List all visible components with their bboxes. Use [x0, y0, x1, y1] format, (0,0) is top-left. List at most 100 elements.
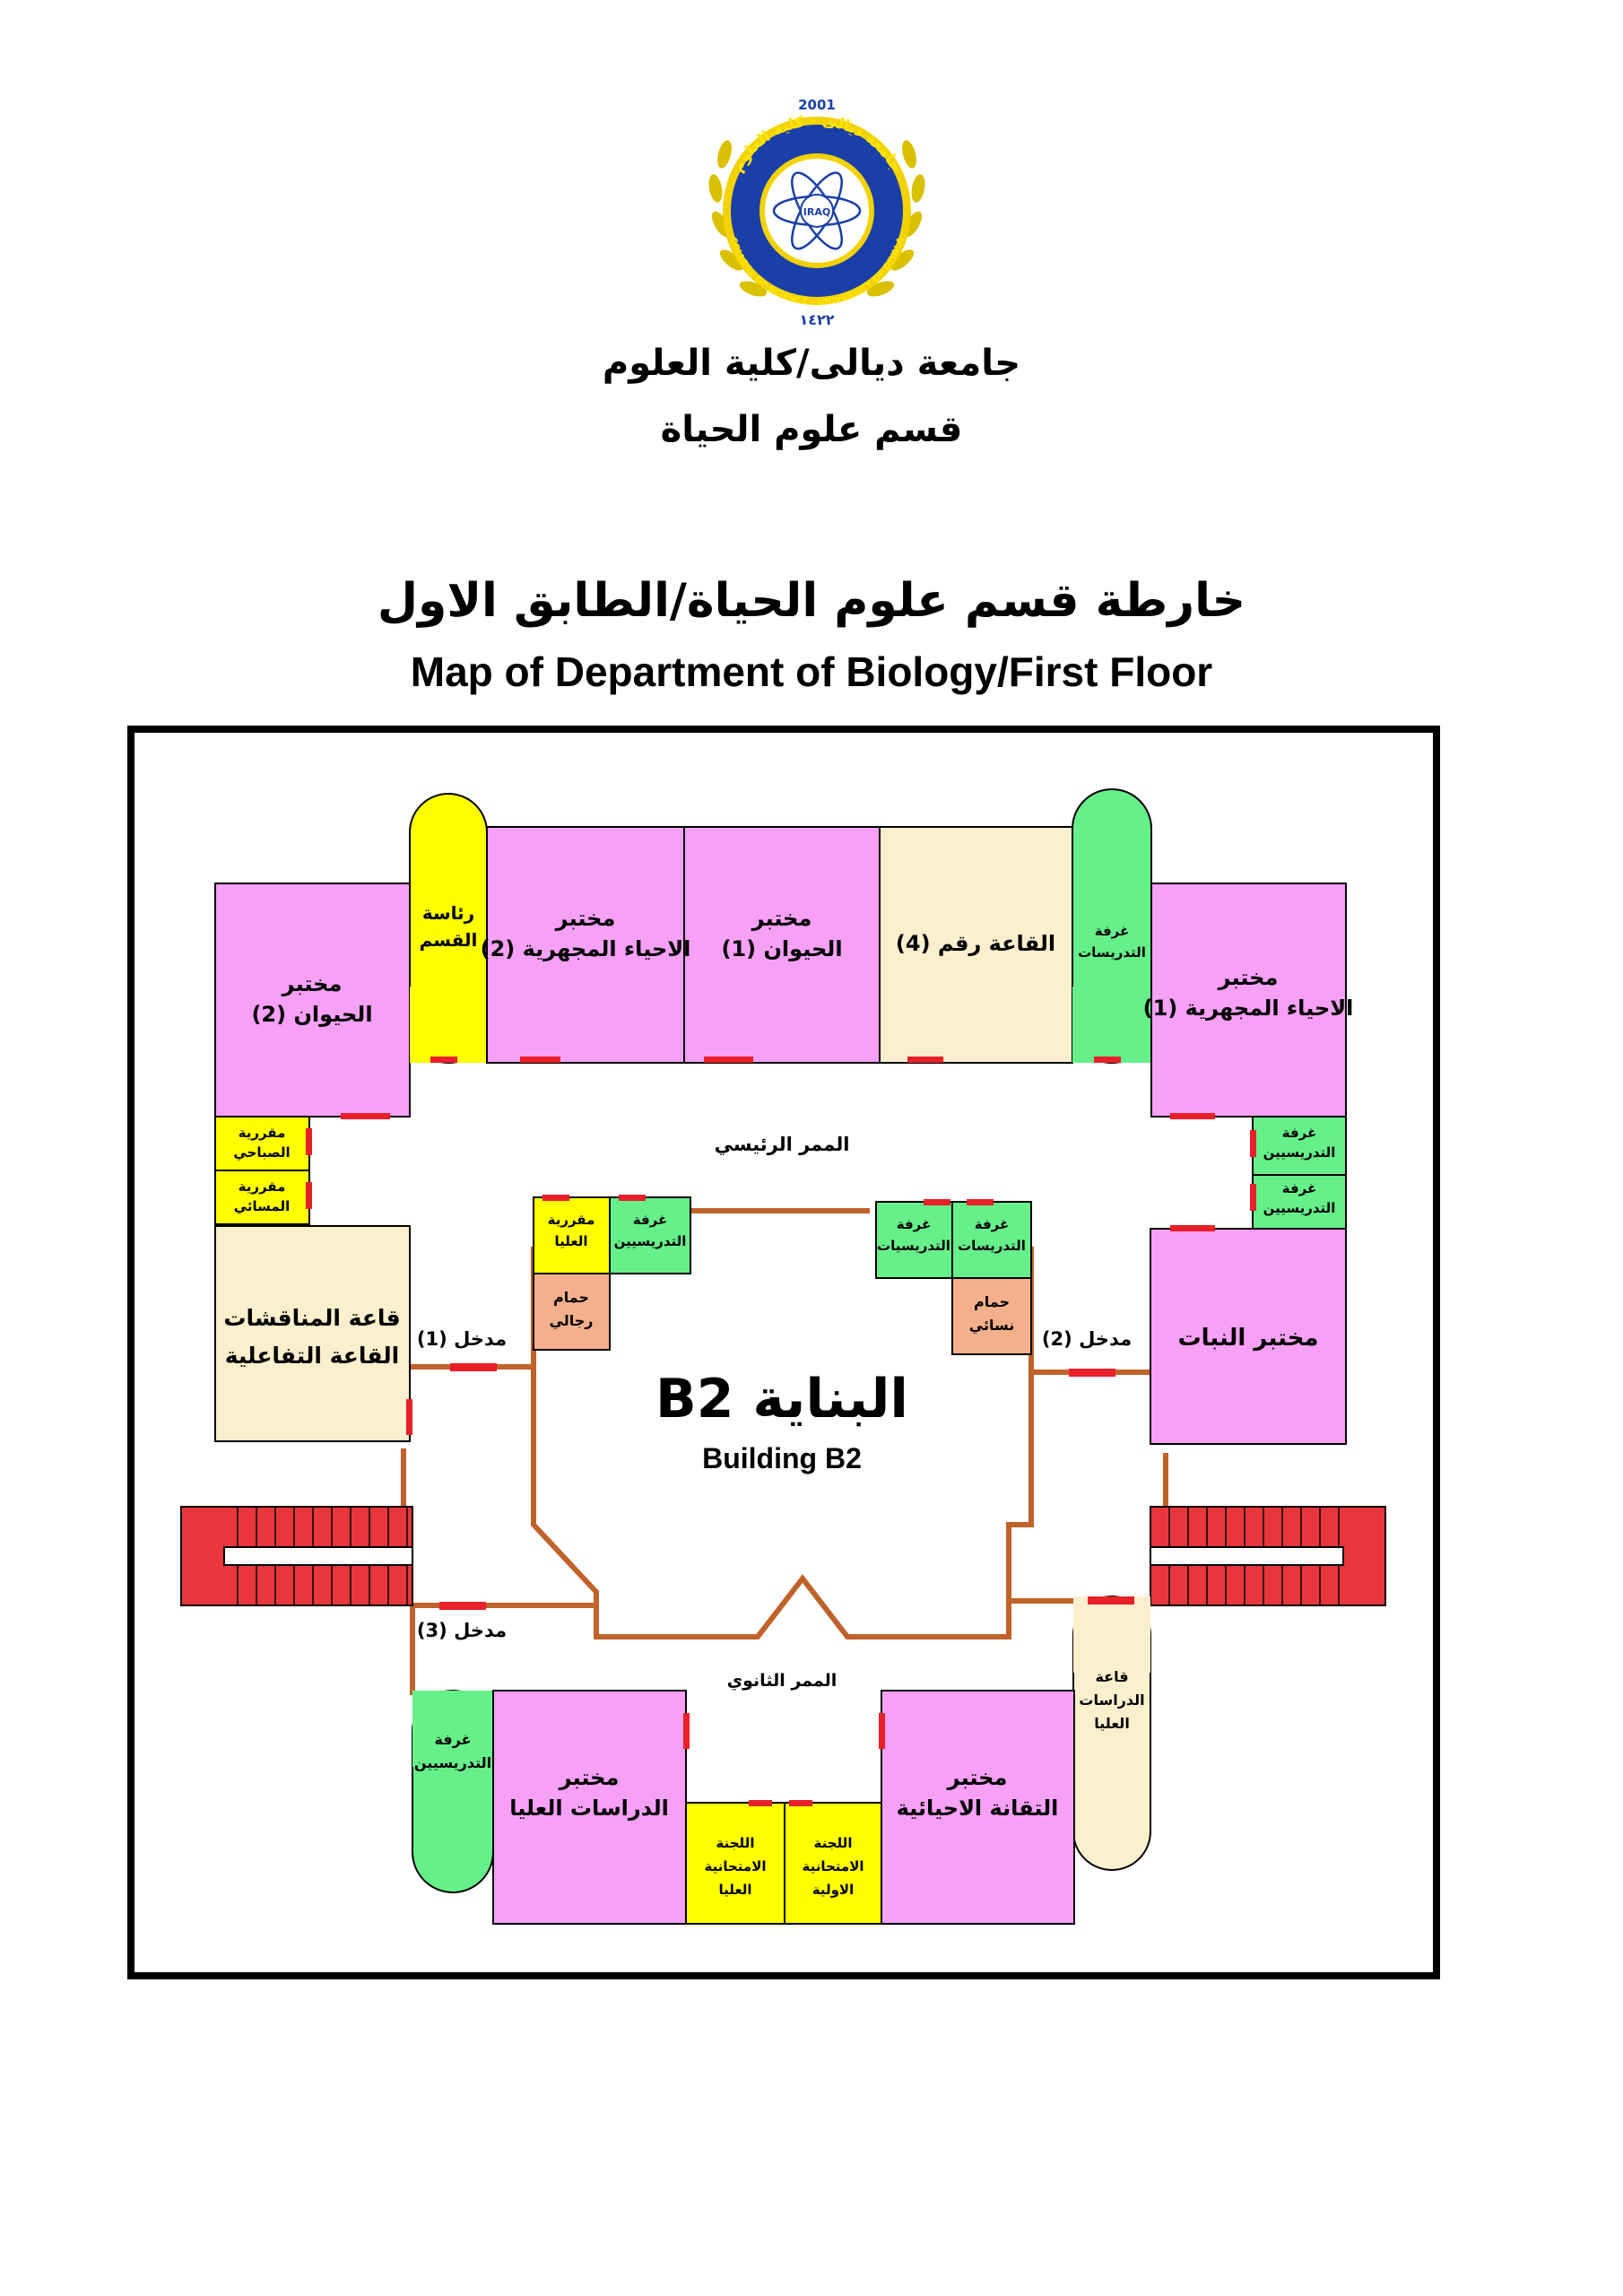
room-label-rapporteur-postgrad: العليا	[554, 1233, 587, 1249]
entrance-2-label: مدخل (2)	[1042, 1328, 1132, 1350]
door[interactable]	[1250, 1130, 1256, 1157]
room-teaching-staff-m-right-1[interactable]	[1252, 1116, 1347, 1176]
room-label-rapporteur-postgrad: مقررية	[548, 1212, 595, 1228]
room-discussion-hall[interactable]	[214, 1225, 411, 1442]
room-label-rapporteur-morning: مقررية	[239, 1125, 286, 1141]
entrance-3-label: مدخل (3)	[417, 1620, 507, 1641]
stairs-right	[1150, 1506, 1386, 1606]
room-microbiology-lab-2[interactable]	[486, 826, 685, 1064]
room-label-dept-head: رئاسة	[422, 902, 474, 924]
room-label-teaching-staff-f-top: التدريسات	[1078, 944, 1146, 961]
room-teaching-staff-m-inner[interactable]	[609, 1196, 691, 1274]
door[interactable]	[704, 1057, 753, 1063]
door[interactable]	[520, 1057, 560, 1063]
room-label-teaching-staff-m-right-2: غرفة	[1282, 1180, 1317, 1196]
door[interactable]	[907, 1057, 943, 1063]
room-label-teaching-staff-m-right-2: التدريسيين	[1263, 1200, 1336, 1216]
map-title-arabic: خارطة قسم علوم الحياة/الطابق الاول	[377, 574, 1246, 628]
building-label-english: Building B2	[702, 1442, 862, 1474]
room-label-men-wc: رجالي	[550, 1312, 594, 1330]
door[interactable]	[341, 1113, 390, 1119]
entrance-1-label: مدخل (1)	[417, 1328, 507, 1350]
door[interactable]	[542, 1195, 569, 1201]
room-women-wc[interactable]	[951, 1277, 1032, 1355]
room-label-microbiology-lab-2: الاحياء المجهرية (2)	[481, 936, 691, 961]
room-exam-committee-postgrad[interactable]	[685, 1802, 785, 1925]
door[interactable]	[450, 1363, 497, 1371]
labels: الممر الرئيسي الممر الثانوي مدخل (1) مدخ…	[417, 1134, 1132, 1692]
room-microbiology-lab-1[interactable]	[1150, 883, 1347, 1118]
room-label-teaching-staff-m-right-1: التدريسيين	[1263, 1144, 1336, 1161]
door[interactable]	[1088, 1596, 1134, 1605]
room-label-teaching-staff-m-inner: التدريسيين	[614, 1233, 687, 1249]
door[interactable]	[406, 1399, 412, 1435]
door[interactable]	[789, 1800, 812, 1806]
room-label-animal-lab-2: الحيوان (2)	[251, 1002, 372, 1027]
map-title-english: Map of Department of Biology/First Floor	[410, 648, 1213, 695]
door[interactable]	[683, 1713, 690, 1749]
door[interactable]	[430, 1057, 457, 1063]
room-label-exam-committee-postgrad: اللجنة	[716, 1835, 755, 1851]
door[interactable]	[306, 1182, 312, 1209]
room-label-postgrad-lab: مختبر	[559, 1765, 620, 1790]
door[interactable]	[306, 1128, 312, 1155]
room-biotech-lab[interactable]	[881, 1690, 1075, 1925]
room-plant-lab[interactable]	[1150, 1228, 1347, 1445]
room-label-animal-lab-2: مختبر	[282, 971, 343, 996]
stairs-left	[180, 1506, 413, 1606]
room-label-discussion-hall: قاعة المناقشات	[223, 1305, 400, 1331]
door[interactable]	[619, 1195, 646, 1201]
room-label-animal-lab-1: الحيوان (1)	[721, 936, 842, 961]
room-label-postgrad-lab: الدراسات العليا	[509, 1796, 669, 1821]
room-label-microbiology-lab-2: مختبر	[555, 906, 616, 931]
door[interactable]	[924, 1199, 950, 1205]
door[interactable]	[1094, 1057, 1121, 1063]
room-label-microbiology-lab-1: الاحياء المجهرية (1)	[1143, 996, 1354, 1021]
room-teaching-staff-f-inner-2[interactable]	[951, 1201, 1032, 1279]
department-name: قسم علوم الحياة	[660, 409, 963, 450]
room-label-exam-committee-first: الامتحانية	[802, 1858, 864, 1874]
door[interactable]	[879, 1713, 885, 1749]
door[interactable]	[749, 1800, 772, 1806]
rooms	[214, 788, 1347, 1925]
building-label-arabic: البناية B2	[655, 1368, 908, 1431]
room-label-rapporteur-morning: الصباحي	[233, 1144, 290, 1161]
room-label-teaching-staff-m-right-1: غرفة	[1282, 1125, 1317, 1141]
room-animal-lab-2[interactable]	[214, 883, 411, 1118]
map-frame	[127, 726, 1440, 1979]
room-label-exam-committee-postgrad: الامتحانية	[704, 1858, 766, 1874]
logo-year-top: 2001	[798, 97, 836, 113]
room-label-plant-lab: مختبر النبات	[1177, 1325, 1318, 1352]
room-rapporteur-postgrad[interactable]	[533, 1196, 611, 1274]
secondary-corridor-label: الممر الثانوي	[727, 1671, 838, 1692]
room-label-rapporteur-evening: المسائي	[234, 1198, 291, 1214]
room-postgrad-lab[interactable]	[492, 1690, 687, 1925]
room-exam-committee-first[interactable]	[784, 1802, 882, 1925]
room-label-dept-head: القسم	[420, 929, 478, 951]
doors	[306, 1057, 1256, 1806]
door[interactable]	[1069, 1369, 1115, 1377]
door[interactable]	[439, 1602, 486, 1610]
room-label-exam-committee-first: الاولية	[812, 1882, 855, 1898]
room-teaching-staff-f-inner-1[interactable]	[875, 1201, 953, 1279]
room-men-wc[interactable]	[533, 1273, 611, 1351]
room-hall-4[interactable]	[879, 826, 1073, 1064]
door[interactable]	[1250, 1184, 1256, 1211]
room-label-men-wc: حمام	[553, 1289, 589, 1306]
stair-steps	[237, 1507, 1340, 1605]
room-label-animal-lab-1: مختبر	[751, 906, 812, 931]
room-postgrad-hall-base	[1073, 1596, 1150, 1673]
room-teaching-staff-f-top-base	[1072, 987, 1151, 1063]
room-rapporteur-evening[interactable]	[214, 1170, 310, 1225]
door[interactable]	[1170, 1225, 1215, 1231]
room-label-women-wc: نسائي	[969, 1317, 1015, 1335]
room-label-postgrad-hall: قاعة	[1095, 1668, 1128, 1685]
door[interactable]	[967, 1199, 994, 1205]
door[interactable]	[1170, 1113, 1215, 1119]
room-label-teaching-staff-f-inner-1: التدريسيات	[877, 1238, 950, 1254]
room-label-teaching-staff-f-inner-2: غرفة	[975, 1216, 1010, 1232]
room-label-teaching-staff-f-top: غرفة	[1095, 923, 1130, 939]
room-animal-lab-1[interactable]	[683, 826, 881, 1064]
room-label-postgrad-hall: الدراسات	[1079, 1692, 1144, 1709]
